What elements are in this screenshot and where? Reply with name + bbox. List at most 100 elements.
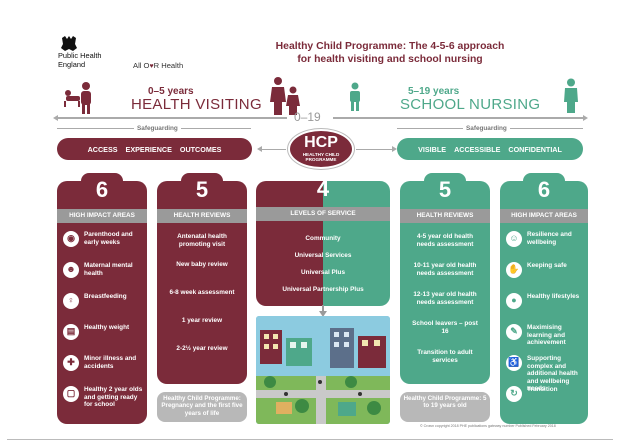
health-review-item: 12-13 year old health needs assessment: [413, 291, 477, 306]
values-bar-left: ACCESS EXPERIENCE OUTCOMES: [57, 138, 252, 160]
value-confidential: CONFIDENTIAL: [508, 144, 562, 154]
hcp-line-2: PROGRAMME: [305, 157, 337, 163]
value-outcomes: OUTCOMES: [179, 144, 222, 154]
parenthood-icon: ◉: [63, 231, 79, 247]
impact-area-label: Healthy weight: [84, 324, 130, 331]
column-heading: HEALTH REVIEWS: [157, 209, 247, 223]
column-number: 4: [316, 176, 330, 201]
impact-area-label: Resilience and wellbeing: [527, 231, 572, 246]
phe-org-line1: Public Health: [58, 51, 102, 60]
royal-crest-icon: [61, 36, 77, 51]
head-icon: ☻: [63, 262, 79, 278]
column-heading: HEALTH REVIEWS: [400, 209, 490, 223]
service-level-item: Universal Plus: [300, 269, 346, 276]
copyright-footer: © Crown copyright 2018 PHE publications …: [420, 424, 556, 428]
school-nursing-years: 5–19 years: [408, 86, 460, 97]
all-our-health-logo: All O♥R Health: [133, 61, 183, 70]
hand-icon: ✋: [506, 262, 522, 278]
impact-area-label: Breastfeeding: [84, 293, 127, 300]
book-icon: ▢: [63, 386, 79, 402]
sn-programme-pill: Healthy Child Programme: 5 to 19 years o…: [400, 392, 490, 422]
hcp-arrow-right-icon: [392, 146, 397, 152]
all-our-post: R Health: [153, 61, 184, 70]
phe-org-line2: England: [58, 59, 86, 69]
column-tab: [181, 173, 223, 187]
age-line-right: [333, 117, 583, 119]
column-number: 5: [438, 177, 452, 202]
hcp-badge: HCP HEALTHY CHILD PROGRAMME: [288, 129, 354, 169]
age-line-left: [57, 117, 287, 119]
health-visiting-years: 0–5 years: [148, 86, 194, 97]
impact-area-label: Keeping safe: [527, 262, 567, 269]
health-review-item: Antenatal health promoting visit: [177, 233, 227, 248]
column-tab: [523, 173, 565, 187]
title-line-2: for health visiting and school nursing: [297, 54, 483, 65]
family-icon: [270, 77, 300, 115]
community-illustration: [256, 316, 390, 424]
title-line-1: Healthy Child Programme: The 4-5-6 appro…: [275, 41, 505, 52]
impact-area-label: Healthy 2 year olds and getting ready fo…: [84, 386, 143, 409]
value-experience: EXPERIENCE: [125, 144, 172, 154]
arrow-right-icon: [583, 115, 588, 121]
age-range: 0–19: [294, 110, 321, 124]
transition-icon: ↻: [506, 386, 522, 402]
school-nursing-title: SCHOOL NURSING: [400, 96, 541, 113]
column-heading: LEVELS OF SERVICE: [256, 207, 390, 221]
hcp-abbrev: HCP: [304, 134, 338, 151]
health-review-item: School leavers – post 16: [412, 320, 478, 335]
teenager-icon: [564, 78, 578, 113]
impact-area-label: Supporting complex and additional health…: [527, 355, 578, 393]
hcp-connector-right: [356, 149, 393, 151]
safeguarding-label-left: Safeguarding: [134, 125, 181, 132]
column-heading: HIGH IMPACT AREAS: [500, 209, 588, 223]
column-number: 5: [195, 177, 209, 202]
health-review-item: Transition to adult services: [417, 349, 473, 364]
column-heading: HIGH IMPACT AREAS: [57, 209, 147, 223]
main-title: Healthy Child Programme: The 4-5-6 appro…: [240, 40, 540, 66]
service-level-item: Community: [305, 235, 341, 242]
service-level-item: Universal Partnership Plus: [282, 286, 364, 293]
column-number: 6: [537, 177, 551, 202]
hv-reviews-column: 5 HEALTH REVIEWS Antenatal health promot…: [157, 173, 247, 384]
sn-reviews-column: 5 HEALTH REVIEWS 4-5 year old health nee…: [400, 173, 490, 384]
sn-impact-column: 6 HIGH IMPACT AREAS ☺ Resilience and well…: [500, 173, 588, 424]
arrow-left-icon: [53, 115, 58, 121]
learning-icon: ✎: [506, 324, 522, 340]
phe-logo: Public Health England: [58, 36, 128, 69]
service-level-item: Universal Services: [294, 252, 352, 259]
health-review-item: 4-5 year old health needs assessment: [416, 233, 474, 248]
scale-icon: ▤: [63, 324, 79, 340]
health-review-item: 1 year review: [181, 317, 223, 324]
impact-area-label: Maternal mental health: [84, 262, 133, 277]
values-bar-right: VISIBLE ACCESSIBLE CONFIDENTIAL: [397, 138, 583, 160]
hv-impact-column: 6 HIGH IMPACT AREAS ◉ Parenthood and earl…: [57, 173, 147, 424]
resilience-icon: ☺: [506, 231, 522, 247]
hv-programme-pill: Healthy Child Programme: Pregnancy and t…: [157, 392, 247, 422]
child-icon: [350, 82, 360, 111]
column-tab: [81, 173, 123, 187]
impact-area-label: Parenthood and early weeks: [84, 231, 133, 246]
column-tab: [424, 173, 466, 187]
safeguarding-label-right: Safeguarding: [463, 125, 510, 132]
column-number: 6: [95, 177, 109, 202]
health-review-item: 6-8 week assessment: [169, 289, 235, 296]
breastfeeding-icon: ♀: [63, 293, 79, 309]
apple-icon: ●: [506, 293, 522, 309]
page-divider: [7, 439, 613, 440]
plus-icon: ✚: [63, 355, 79, 371]
all-our-pre: All O: [133, 61, 150, 70]
value-visible: VISIBLE: [418, 144, 447, 154]
value-access: ACCESS: [87, 144, 118, 154]
wheelchair-icon: ♿: [506, 355, 522, 371]
health-review-item: 10-11 year old health needs assessment: [413, 262, 477, 277]
health-visiting-title: HEALTH VISITING: [131, 96, 262, 113]
impact-area-label: Transition: [527, 386, 558, 393]
impact-area-label: Minor illness and accidents: [84, 355, 137, 370]
parent-baby-icon: [64, 82, 91, 114]
impact-area-label: Maximising learning and achievement: [527, 324, 566, 347]
impact-area-label: Healthy lifestyles: [527, 293, 580, 300]
hcp-arrow-left-icon: [257, 146, 262, 152]
down-arrow-icon: [319, 305, 327, 317]
